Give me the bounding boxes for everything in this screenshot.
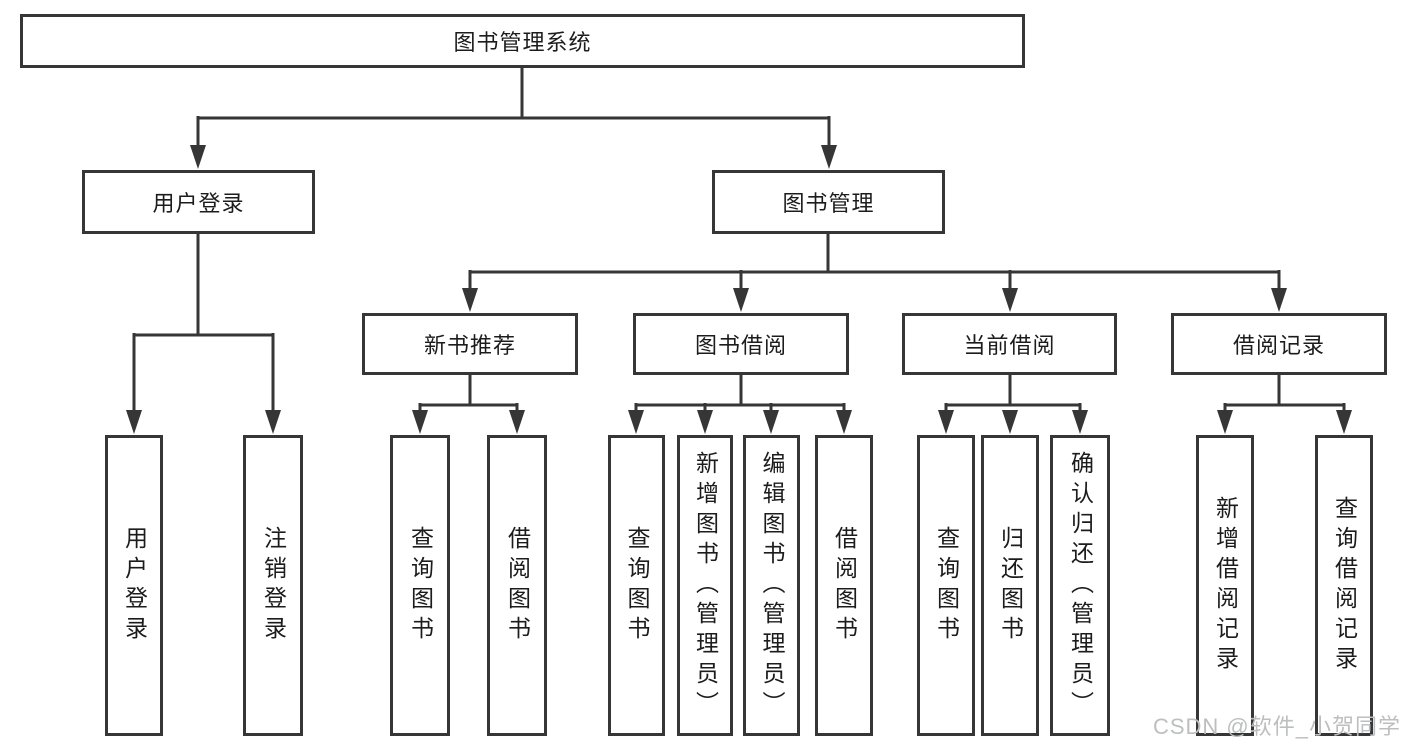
leaf-confirm-return-admin: 确认归还（管理员） xyxy=(1050,435,1110,736)
arrowhead-icon xyxy=(1002,288,1018,312)
arrowhead-icon xyxy=(412,410,428,434)
connector-user-login-to-leaves xyxy=(132,234,275,414)
node-label: 图书管理系统 xyxy=(453,30,592,55)
arrowhead-icon xyxy=(1271,288,1287,312)
node-label: 查询图书 xyxy=(624,525,650,646)
node-library-management-system: 图书管理系统 xyxy=(20,14,1025,68)
arrowhead-icon xyxy=(1002,410,1018,434)
node-label: 图书借阅 xyxy=(694,333,787,358)
leaf-query-borrow-record: 查询借阅记录 xyxy=(1315,435,1373,736)
leaf-user-login: 用户登录 xyxy=(105,435,163,736)
arrowhead-icon xyxy=(697,410,713,434)
connector-book-borrow-to-leaves xyxy=(634,375,846,414)
arrowhead-icon xyxy=(938,410,954,434)
leaf-edit-book-admin: 编辑图书（管理员） xyxy=(743,435,800,736)
node-current-borrowing: 当前借阅 xyxy=(902,313,1117,375)
node-label: 归还图书 xyxy=(997,525,1024,646)
node-user-login: 用户登录 xyxy=(82,170,315,234)
node-label: 新增借阅记录 xyxy=(1212,495,1239,676)
node-label: 用户登录 xyxy=(121,525,148,646)
watermark: CSDN @软件_小贺同学 xyxy=(1152,714,1401,739)
node-book-borrowing: 图书借阅 xyxy=(633,313,849,375)
arrowhead-icon xyxy=(126,410,142,434)
leaf-borrow-books-2: 借阅图书 xyxy=(815,435,873,736)
node-label: 查询图书 xyxy=(933,525,960,646)
node-label: 借阅图书 xyxy=(831,525,858,646)
arrowhead-icon xyxy=(763,410,779,434)
node-label: 借阅记录 xyxy=(1232,333,1325,358)
connector-new-book-rec-to-leaves xyxy=(418,375,519,414)
arrowhead-icon xyxy=(1072,410,1088,434)
node-label: 图书管理 xyxy=(782,191,875,216)
connector-current-borrow-to-leaves xyxy=(944,375,1082,414)
node-label: 借阅图书 xyxy=(504,525,531,646)
arrowhead-icon xyxy=(265,410,281,434)
arrowhead-icon xyxy=(836,410,852,434)
connector-borrow-records-to-leaves xyxy=(1223,375,1346,414)
leaf-add-borrow-record: 新增借阅记录 xyxy=(1196,435,1254,736)
arrowhead-icon xyxy=(509,410,525,434)
node-label: 当前借阅 xyxy=(963,333,1056,358)
leaf-query-books-3: 查询图书 xyxy=(917,435,975,736)
arrowhead-icon xyxy=(628,410,644,434)
node-borrowing-records: 借阅记录 xyxy=(1171,313,1387,375)
arrowhead-icon xyxy=(462,288,478,312)
node-new-book-recommend: 新书推荐 xyxy=(362,313,578,375)
node-label: 确认归还（管理员） xyxy=(1067,450,1094,721)
connector-root-to-level2 xyxy=(196,68,831,150)
arrowhead-icon xyxy=(733,288,749,312)
node-label: 编辑图书（管理员） xyxy=(759,450,785,721)
connector-book-mgmt-to-level3 xyxy=(468,234,1281,292)
leaf-query-books-1: 查询图书 xyxy=(390,435,450,736)
leaf-add-book-admin: 新增图书（管理员） xyxy=(677,435,733,736)
node-label: 用户登录 xyxy=(152,191,245,216)
node-label: 新书推荐 xyxy=(423,333,516,358)
arrowhead-icon xyxy=(821,145,837,169)
arrowhead-icon xyxy=(1217,410,1233,434)
arrowhead-icon xyxy=(190,145,206,169)
leaf-return-book: 归还图书 xyxy=(981,435,1039,736)
node-label: 注销登录 xyxy=(260,525,287,646)
node-label: 查询图书 xyxy=(407,525,434,646)
leaf-query-books-2: 查询图书 xyxy=(608,435,665,736)
node-label: 新增图书（管理员） xyxy=(692,450,719,721)
node-label: 查询借阅记录 xyxy=(1331,495,1358,676)
leaf-logout: 注销登录 xyxy=(243,435,303,736)
leaf-borrow-books-1: 借阅图书 xyxy=(487,435,547,736)
node-book-management: 图书管理 xyxy=(712,170,945,234)
arrowhead-icon xyxy=(1336,410,1352,434)
